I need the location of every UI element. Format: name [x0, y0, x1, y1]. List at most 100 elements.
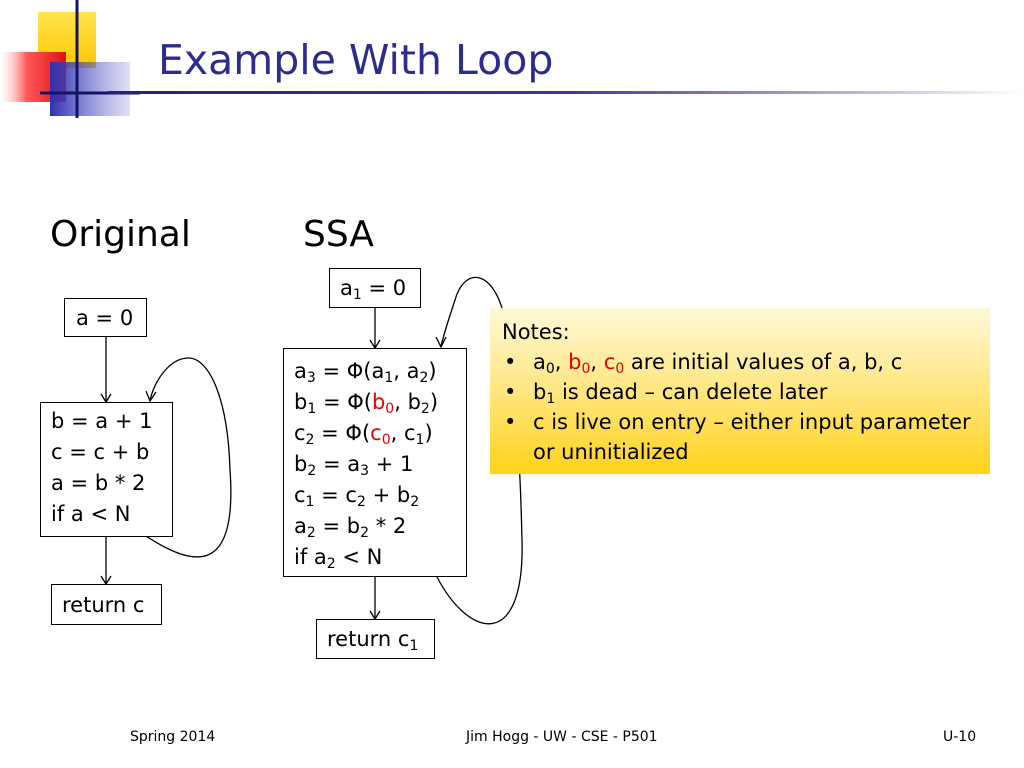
ssa-loop-block: a3 = Φ(a1, a2) b1 = Φ(b0, b2) c2 = Φ(c0,…: [283, 348, 467, 577]
ssa-subscript: 2: [307, 463, 317, 479]
ssa-subscript: 3: [360, 463, 370, 479]
ssa-text: * 2: [369, 514, 407, 538]
ssa-text: =: [314, 483, 346, 507]
ssa-var: b: [346, 514, 361, 538]
ssa-subscript: 0: [385, 401, 395, 417]
ssa-text: ,: [390, 421, 404, 445]
ssa-var: c: [397, 627, 410, 651]
ssa-entry-block: a1 = 0: [329, 268, 421, 308]
ssa-text: +: [365, 483, 397, 507]
ssa-heading: SSA: [303, 214, 374, 255]
ssa-var: c: [345, 483, 357, 507]
note-item: c is live on entry – either input parame…: [502, 407, 990, 467]
ssa-text: ,: [394, 390, 408, 414]
note-subscript: 0: [615, 361, 625, 377]
orig-entry-text: a = 0: [76, 306, 134, 330]
ssa-var: a: [294, 359, 307, 383]
ssa-subscript: 3: [306, 370, 316, 386]
ssa-phi-a3: a3 = Φ(a1, a2): [294, 356, 466, 387]
orig-loop-line: c = c + b: [51, 440, 150, 464]
ssa-subscript: 2: [356, 494, 366, 510]
ssa-subscript: 2: [420, 401, 430, 417]
ssa-var: c: [403, 421, 416, 445]
ssa-text: ): [424, 421, 433, 445]
orig-loop-line: b = a + 1: [51, 409, 153, 433]
ssa-subscript: 2: [360, 525, 370, 541]
notes-heading: Notes:: [502, 320, 570, 344]
ssa-assign-b2: b2 = a3 + 1: [294, 449, 466, 480]
notes-list: a0, b0, c0 are initial values of a, b, c…: [502, 347, 990, 467]
ssa-var: a: [340, 276, 353, 300]
original-heading: Original: [50, 214, 191, 255]
note-highlight: c0: [603, 350, 625, 377]
note-var: b: [568, 350, 582, 374]
ssa-subscript: 1: [384, 370, 394, 386]
ssa-var: a: [313, 545, 327, 569]
slide-logo: [0, 0, 140, 118]
ssa-subscript: 1: [307, 401, 317, 417]
ssa-text: ): [429, 390, 439, 414]
orig-loop-line: a = b * 2: [51, 471, 146, 495]
ssa-phi-b1: b1 = Φ(b0, b2): [294, 387, 466, 418]
ssa-subscript: 1: [305, 494, 315, 510]
note-subscript: 0: [581, 361, 591, 377]
ssa-var: c: [294, 421, 306, 445]
note-var: b: [533, 380, 547, 404]
ssa-assign-a2: a2 = b2 * 2: [294, 511, 466, 542]
ssa-var: b: [294, 452, 308, 476]
ssa-subscript: 2: [410, 494, 420, 510]
orig-exit-block: return c: [51, 584, 162, 625]
ssa-subscript: 2: [306, 525, 316, 541]
title-underline: [108, 91, 1024, 94]
note-subscript: 1: [546, 391, 556, 407]
ssa-subscript: 1: [409, 638, 419, 654]
ssa-subscript: 2: [419, 370, 429, 386]
ssa-text: < N: [335, 545, 383, 569]
ssa-text: =: [316, 452, 348, 476]
ssa-initial-c0: c0: [370, 421, 391, 448]
footer-author: Jim Hogg - UW - CSE - P501: [466, 729, 658, 745]
ssa-var: a: [294, 514, 307, 538]
ssa-text: =: [315, 514, 347, 538]
ssa-subscript: 2: [326, 556, 336, 572]
ssa-text: = Φ(: [315, 359, 372, 383]
note-text: is dead – can delete later: [555, 380, 828, 404]
note-item: a0, b0, c0 are initial values of a, b, c: [502, 347, 990, 377]
footer-slide-number: U-10: [943, 729, 977, 745]
ssa-assign-c1: c1 = c2 + b2: [294, 480, 466, 511]
ssa-var: b: [396, 483, 411, 507]
ssa-var: b: [294, 390, 308, 414]
note-text: are initial values of a, b, c: [624, 350, 903, 374]
ssa-exit-block: return c1: [316, 619, 435, 659]
orig-loop-line: if a < N: [51, 502, 131, 526]
ssa-text: return: [327, 627, 398, 651]
ssa-text: if: [294, 545, 314, 569]
ssa-var: a: [371, 359, 385, 383]
ssa-text: = Φ(: [314, 421, 371, 445]
footer-date: Spring 2014: [130, 729, 216, 745]
ssa-branch: if a2 < N: [294, 542, 466, 573]
ssa-var: c: [294, 483, 306, 507]
ssa-initial-b0: b0: [371, 390, 395, 417]
ssa-text: = 0: [361, 276, 407, 300]
ssa-text: + 1: [369, 452, 414, 476]
ssa-var: a: [406, 359, 420, 383]
ssa-subscript: 2: [305, 432, 315, 448]
ssa-text: ,: [393, 359, 407, 383]
note-text: ,: [590, 350, 604, 374]
ssa-var: a: [347, 452, 361, 476]
slide-title: Example With Loop: [158, 36, 554, 84]
orig-exit-text: return c: [62, 593, 145, 617]
notes-callout: Notes: a0, b0, c0 are initial values of …: [490, 308, 990, 474]
ssa-subscript: 0: [381, 432, 391, 448]
ssa-text: ): [428, 359, 437, 383]
ssa-phi-c2: c2 = Φ(c0, c1): [294, 418, 466, 449]
ssa-text: = Φ(: [316, 390, 372, 414]
orig-loop-block: b = a + 1 c = c + b a = b * 2 if a < N: [40, 402, 173, 537]
ssa-var: b: [371, 390, 386, 414]
note-var: a: [533, 350, 546, 374]
note-subscript: 0: [545, 361, 555, 377]
note-highlight: b0: [568, 350, 591, 377]
note-var: c: [603, 350, 616, 374]
ssa-var: c: [370, 421, 382, 445]
